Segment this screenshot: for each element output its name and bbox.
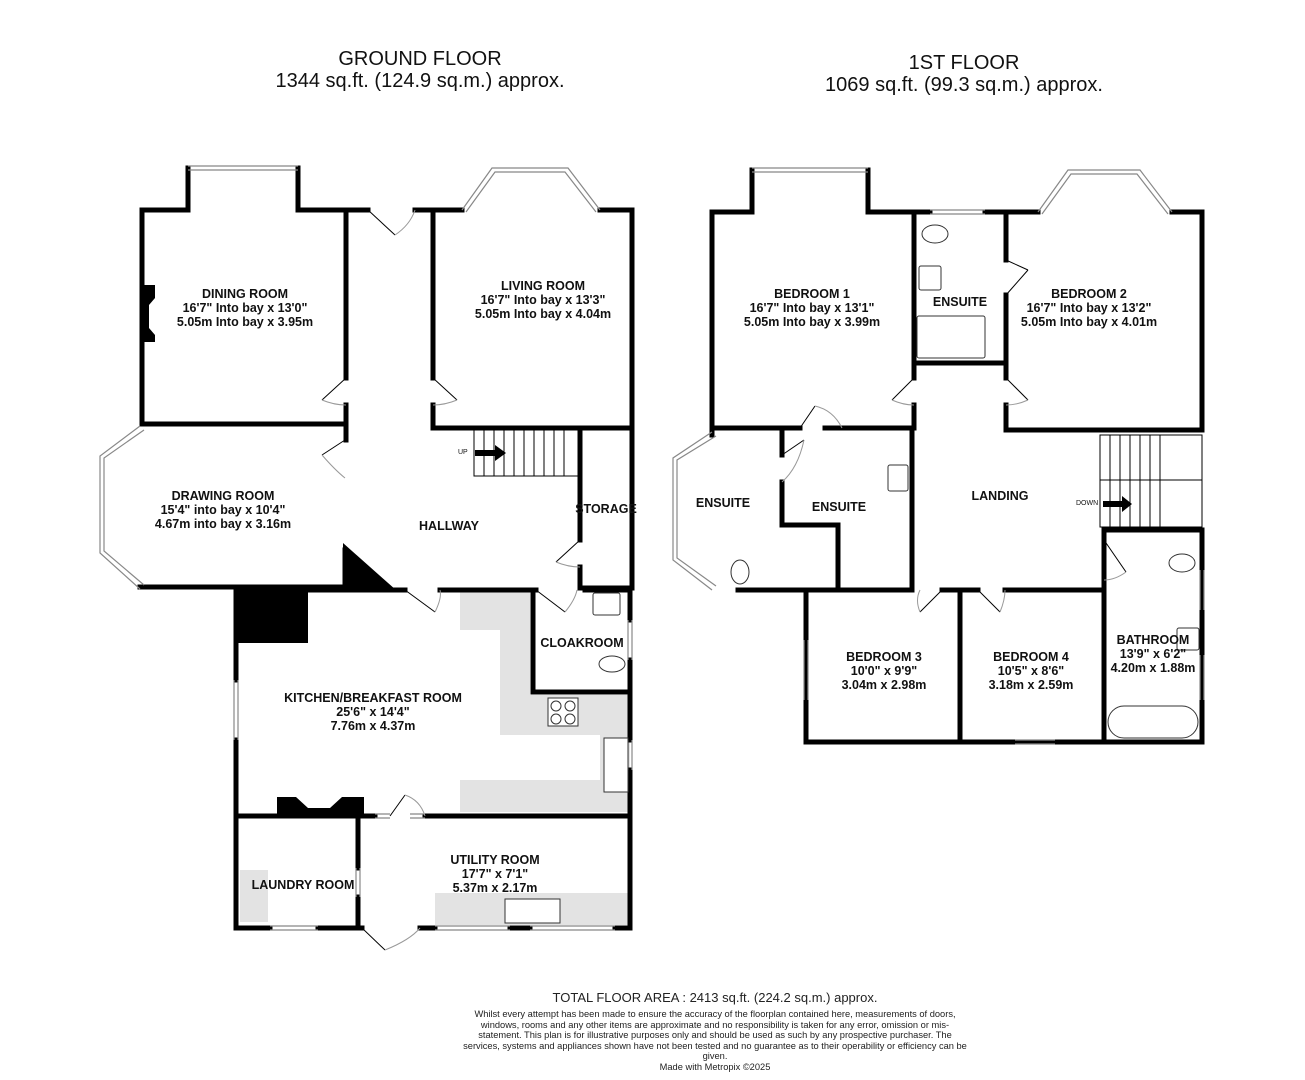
room-dining-room: DINING ROOM 16'7" Into bay x 13'0" 5.05m… bbox=[177, 287, 313, 329]
stairs-up-label: UP bbox=[458, 449, 468, 456]
first-floor-title: 1ST FLOOR 1069 sq.ft. (99.3 sq.m.) appro… bbox=[744, 52, 1184, 96]
room-drawing-room: DRAWING ROOM 15'4" into bay x 10'4" 4.67… bbox=[155, 489, 291, 531]
room-name: ENSUITE bbox=[932, 295, 988, 309]
room-imperial: 15'4" into bay x 10'4" bbox=[160, 503, 286, 517]
room-metric: 3.18m x 2.59m bbox=[988, 678, 1074, 692]
room-bedroom-2: BEDROOM 2 16'7" Into bay x 13'2" 5.05m I… bbox=[1021, 287, 1157, 329]
room-imperial: 17'7" x 7'1" bbox=[461, 867, 529, 881]
stairs-down-arrow bbox=[1103, 496, 1132, 512]
room-name: BEDROOM 2 bbox=[1051, 287, 1127, 301]
ground-floor-area: 1344 sq.ft. (124.9 sq.m.) approx. bbox=[275, 70, 565, 92]
room-imperial: 10'5" x 8'6" bbox=[997, 664, 1065, 678]
ground-floor-title: GROUND FLOOR 1344 sq.ft. (124.9 sq.m.) a… bbox=[200, 48, 640, 92]
room-name: STORAGE bbox=[575, 502, 637, 516]
total-floor-area: TOTAL FLOOR AREA : 2413 sq.ft. (224.2 sq… bbox=[552, 990, 878, 1005]
room-name: LANDING bbox=[971, 489, 1029, 503]
room-imperial: 16'7" Into bay x 13'1" bbox=[749, 301, 875, 315]
room-metric: 5.05m Into bay x 4.01m bbox=[1020, 315, 1158, 329]
room-storage: STORAGE bbox=[575, 502, 637, 516]
room-imperial: 13'9" x 6'2" bbox=[1119, 647, 1187, 661]
room-name: ENSUITE bbox=[695, 496, 751, 510]
first-stairs bbox=[1099, 434, 1203, 528]
room-kitchen-breakfast: KITCHEN/BREAKFAST ROOM 25'6" x 14'4" 7.7… bbox=[284, 691, 462, 733]
room-laundry-room: LAUNDRY ROOM bbox=[252, 878, 355, 892]
room-metric: 7.76m x 4.37m bbox=[330, 719, 416, 733]
room-metric: 3.04m x 2.98m bbox=[841, 678, 927, 692]
room-name: BEDROOM 1 bbox=[774, 287, 850, 301]
room-name: LIVING ROOM bbox=[500, 279, 586, 293]
room-metric: 5.05m Into bay x 3.99m bbox=[743, 315, 881, 329]
room-hallway: HALLWAY bbox=[419, 519, 479, 533]
room-name: DRAWING ROOM bbox=[171, 489, 275, 503]
room-bathroom: BATHROOM 13'9" x 6'2" 4.20m x 1.88m bbox=[1111, 633, 1196, 675]
room-imperial: 16'7" Into bay x 13'0" bbox=[182, 301, 308, 315]
room-landing: LANDING bbox=[972, 489, 1029, 503]
room-imperial: 10'0" x 9'9" bbox=[850, 664, 918, 678]
room-name: BATHROOM bbox=[1116, 633, 1190, 647]
room-imperial: 25'6" x 14'4" bbox=[336, 705, 410, 719]
room-name: CLOAKROOM bbox=[540, 636, 624, 650]
room-name: LAUNDRY ROOM bbox=[251, 878, 355, 892]
room-metric: 5.05m Into bay x 4.04m bbox=[474, 307, 612, 321]
room-ensuite-left: ENSUITE bbox=[696, 496, 750, 510]
room-ensuite-bedroom-1-2: ENSUITE bbox=[933, 295, 987, 309]
room-bedroom-1: BEDROOM 1 16'7" Into bay x 13'1" 5.05m I… bbox=[744, 287, 880, 329]
ground-floor-plan bbox=[99, 165, 635, 951]
room-living-room: LIVING ROOM 16'7" Into bay x 13'3" 5.05m… bbox=[475, 279, 611, 321]
first-floor-area: 1069 sq.ft. (99.3 sq.m.) approx. bbox=[825, 74, 1103, 96]
room-name: DINING ROOM bbox=[201, 287, 289, 301]
room-name: BEDROOM 4 bbox=[993, 650, 1069, 664]
disclaimer: Whilst every attempt has been made to en… bbox=[463, 1009, 967, 1062]
room-imperial: 16'7" Into bay x 13'3" bbox=[480, 293, 606, 307]
room-name: BEDROOM 3 bbox=[846, 650, 922, 664]
room-ensuite-middle: ENSUITE bbox=[812, 500, 866, 514]
room-name: UTILITY ROOM bbox=[450, 853, 540, 867]
room-bedroom-4: BEDROOM 4 10'5" x 8'6" 3.18m x 2.59m bbox=[989, 650, 1074, 692]
room-bedroom-3: BEDROOM 3 10'0" x 9'9" 3.04m x 2.98m bbox=[842, 650, 927, 692]
room-metric: 4.20m x 1.88m bbox=[1110, 661, 1196, 675]
room-metric: 4.67m into bay x 3.16m bbox=[154, 517, 292, 531]
room-utility-room: UTILITY ROOM 17'7" x 7'1" 5.37m x 2.17m bbox=[450, 853, 539, 895]
stairs-up-arrow bbox=[475, 445, 506, 461]
room-name: ENSUITE bbox=[811, 500, 867, 514]
room-metric: 5.05m Into bay x 3.95m bbox=[176, 315, 314, 329]
first-floor-name: 1ST FLOOR bbox=[908, 52, 1020, 74]
first-floor-plan bbox=[672, 167, 1205, 745]
room-imperial: 16'7" Into bay x 13'2" bbox=[1026, 301, 1152, 315]
credit: Made with Metropix ©2025 bbox=[659, 1061, 771, 1072]
room-metric: 5.37m x 2.17m bbox=[452, 881, 538, 895]
ground-floor-name: GROUND FLOOR bbox=[338, 48, 502, 70]
stairs-down-label: DOWN bbox=[1076, 500, 1099, 507]
footer: TOTAL FLOOR AREA : 2413 sq.ft. (224.2 sq… bbox=[460, 990, 970, 1073]
fireplace-icon bbox=[144, 285, 396, 814]
room-name: HALLWAY bbox=[419, 519, 479, 533]
room-name: KITCHEN/BREAKFAST ROOM bbox=[284, 691, 462, 705]
room-cloakroom: CLOAKROOM bbox=[540, 636, 623, 650]
